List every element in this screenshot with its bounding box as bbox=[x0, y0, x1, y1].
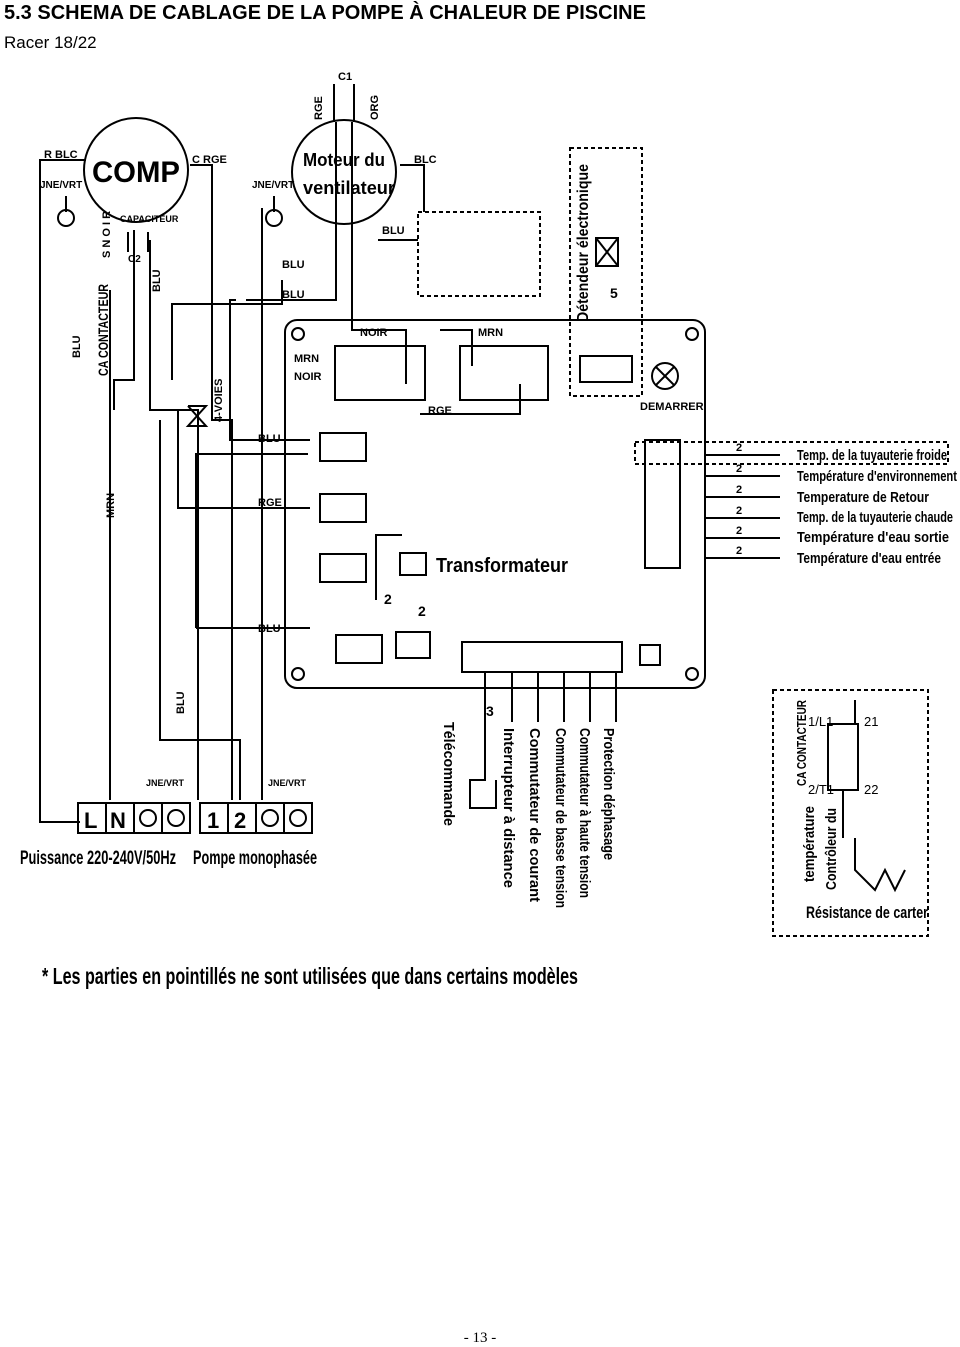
heater-controller-2: température bbox=[801, 806, 818, 882]
page-title: 5.3 SCHEMA DE CABLAGE DE LA POMPE À CHAL… bbox=[4, 2, 646, 24]
board-start: DEMARRER bbox=[640, 401, 704, 413]
footnote: * Les parties en pointillés ne sont util… bbox=[42, 963, 578, 989]
sensor-pin: 2 bbox=[736, 525, 742, 537]
heater-t1: 2/T1 bbox=[808, 782, 834, 797]
pump-1: 1 bbox=[207, 808, 219, 833]
expansion-label: Détendeur électronique bbox=[575, 164, 592, 322]
power-label: Puissance 220-240V/50Hz bbox=[20, 848, 176, 869]
compressor-circle bbox=[83, 117, 189, 223]
board-t1: 2 bbox=[384, 591, 392, 607]
pump-ground: JNE/VRT bbox=[268, 778, 307, 788]
bottom-label: Commutateur à haute tension bbox=[576, 728, 593, 898]
comp-label: COMP bbox=[92, 156, 180, 189]
heater-contactor: CA CONTACTEUR bbox=[794, 700, 809, 786]
fan-ground: JNE/VRT bbox=[252, 180, 294, 191]
fan-c1: C1 bbox=[338, 71, 352, 83]
sensor-pin: 2 bbox=[736, 442, 742, 454]
sensor-pin: 2 bbox=[736, 545, 742, 557]
comp-c-rge: C RGE bbox=[192, 154, 227, 166]
fan-org: ORG bbox=[369, 95, 381, 120]
power-n: N bbox=[110, 808, 126, 833]
wire-mrn-2: MRN bbox=[294, 353, 319, 365]
fan-label-2: ventilateur bbox=[303, 178, 395, 198]
fan-blc: BLC bbox=[414, 154, 437, 166]
junction-box bbox=[417, 211, 541, 297]
wire-blu-1: BLU bbox=[382, 225, 405, 237]
comp-ground: JNE/VRT bbox=[40, 180, 82, 191]
board-remote-wires: 3 bbox=[486, 703, 494, 719]
heater-22: 22 bbox=[864, 782, 878, 797]
comp-r-blc: R BLC bbox=[44, 149, 78, 161]
sensor-label: Temp. de la tuyauterie chaude bbox=[797, 509, 953, 526]
page-number: - 13 - bbox=[463, 1330, 497, 1346]
wire-rge: RGE bbox=[428, 405, 452, 417]
control-board bbox=[284, 319, 706, 689]
power-l: L bbox=[84, 808, 97, 833]
sensor-pin: 2 bbox=[736, 505, 742, 517]
expansion-valve-box bbox=[569, 147, 643, 397]
power-ground: JNE/VRT bbox=[146, 778, 185, 788]
fan-label-1: Moteur du bbox=[303, 150, 385, 170]
page-subtitle: Racer 18/22 bbox=[4, 33, 97, 52]
wire-blu-3: BLU bbox=[282, 289, 305, 301]
heater-box bbox=[772, 689, 929, 937]
expansion-count: 5 bbox=[610, 285, 618, 301]
wire-mrn: MRN bbox=[478, 327, 503, 339]
fan-rge: RGE bbox=[313, 96, 325, 120]
wire-noir-2: NOIR bbox=[294, 371, 322, 383]
wire-blu-relay1: BLU bbox=[258, 433, 281, 445]
sensor-label: Température d'eau entrée bbox=[797, 550, 941, 567]
bottom-label: Commutateur de basse tension bbox=[552, 728, 569, 908]
wire-rge-relay2: RGE bbox=[258, 497, 282, 509]
comp-capacitor: CAPACITEUR bbox=[120, 214, 179, 224]
wire-noir: NOIR bbox=[360, 327, 388, 339]
bottom-label: Commutateur de courant bbox=[526, 728, 543, 902]
pump-2: 2 bbox=[234, 808, 246, 833]
sensor-pin: 2 bbox=[736, 463, 742, 475]
pump-label: Pompe monophasée bbox=[193, 848, 317, 869]
comp-c2: C2 bbox=[128, 254, 141, 265]
heater-21: 21 bbox=[864, 714, 878, 729]
bottom-label: Télécommande bbox=[440, 722, 457, 826]
sensor-box bbox=[634, 441, 949, 465]
sensor-label: Temperature de Retour bbox=[797, 489, 929, 506]
sensor-label: Température d'eau sortie bbox=[797, 529, 949, 546]
sensor-label: Température d'environnement bbox=[797, 468, 957, 485]
contactor-blu-left: BLU bbox=[71, 335, 83, 358]
bottom-label: Protection déphasage bbox=[600, 728, 617, 860]
transformer-label: Transformateur bbox=[436, 555, 568, 577]
heater-label: Résistance de carter bbox=[806, 903, 928, 922]
comp-pins: S N O I R bbox=[101, 211, 113, 258]
sensor-pin: 2 bbox=[736, 484, 742, 496]
wire-blu-relay4: BLU bbox=[258, 623, 281, 635]
contactor-label: CA CONTACTEUR bbox=[95, 284, 111, 376]
wire-blu-2: BLU bbox=[282, 259, 305, 271]
bottom-label: Interrupteur à distance bbox=[500, 728, 517, 888]
wire-blu-bottom: BLU bbox=[175, 691, 187, 714]
heater-l1: 1/L1 bbox=[808, 714, 833, 729]
board-t2: 2 bbox=[418, 603, 426, 619]
heater-controller-1: Contrôleur du bbox=[823, 808, 840, 890]
sensor-label: Temp. de la tuyauterie froide bbox=[797, 447, 947, 464]
fan-motor-circle bbox=[291, 119, 397, 225]
four-way-valve: 4-VOIES bbox=[213, 379, 225, 422]
contactor-blu-right: BLU bbox=[151, 269, 163, 292]
wire-mrn-left: MRN bbox=[105, 493, 117, 518]
